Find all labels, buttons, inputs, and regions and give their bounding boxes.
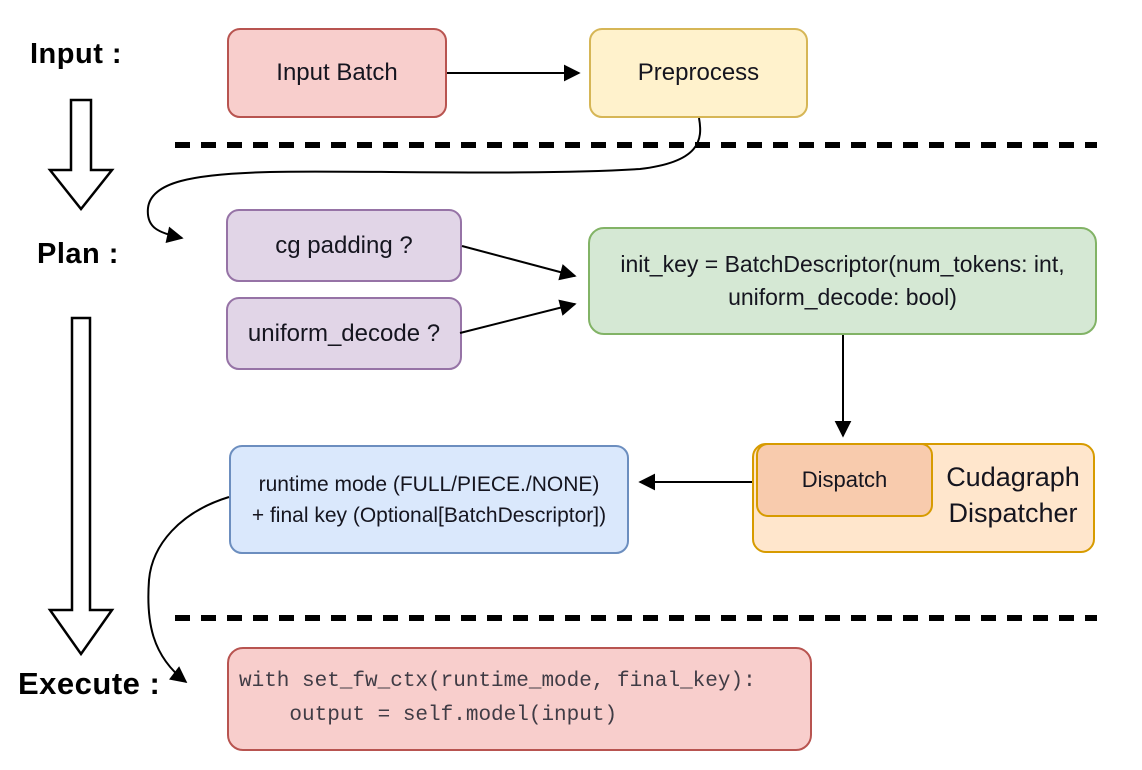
node-runtime-mode: runtime mode (FULL/PIECE./NONE) + final … (229, 445, 629, 554)
node-init-key-line2: uniform_decode: bool) (728, 284, 957, 310)
execute-code-line1: with set_fw_ctx(runtime_mode, final_key)… (239, 670, 756, 693)
execute-code-line2: output = self.model(input) (239, 704, 618, 727)
node-runtime-mode-line1: runtime mode (FULL/PIECE./NONE) (258, 472, 600, 496)
node-init-key: init_key = BatchDescriptor(num_tokens: i… (588, 227, 1097, 335)
stage-arrow-plan-to-execute (47, 316, 115, 657)
arrow-cgpadding-to-initkey (461, 245, 577, 281)
node-cg-padding: cg padding ? (226, 209, 462, 282)
node-runtime-mode-line2: + final key (Optional[BatchDescriptor]) (251, 503, 607, 527)
node-dispatch-label: Dispatch (801, 467, 888, 492)
node-execute-code: with set_fw_ctx(runtime_mode, final_key)… (227, 647, 812, 751)
stage-arrow-input-to-plan (47, 98, 115, 212)
arrow-runtimemode-to-execute (147, 496, 230, 684)
node-init-key-line1: init_key = BatchDescriptor(num_tokens: i… (620, 251, 1065, 277)
node-uniform-decode-label: uniform_decode ? (247, 319, 441, 347)
node-uniform-decode: uniform_decode ? (226, 297, 462, 370)
node-preprocess-label: Preprocess (637, 59, 760, 86)
node-preprocess: Preprocess (589, 28, 808, 118)
node-cg-padding-label: cg padding ? (275, 231, 413, 259)
node-input-batch: Input Batch (227, 28, 447, 118)
node-cudagraph-dispatcher-label: Cudagraph Dispatcher (946, 462, 1080, 528)
stage-label-input: Input : (30, 38, 123, 70)
arrow-uniformdecode-to-initkey (459, 299, 577, 334)
stage-label-plan: Plan : (37, 238, 119, 270)
node-input-batch-label: Input Batch (276, 59, 398, 86)
node-dispatch: Dispatch (756, 443, 933, 517)
stage-label-execute: Execute : (18, 666, 161, 701)
